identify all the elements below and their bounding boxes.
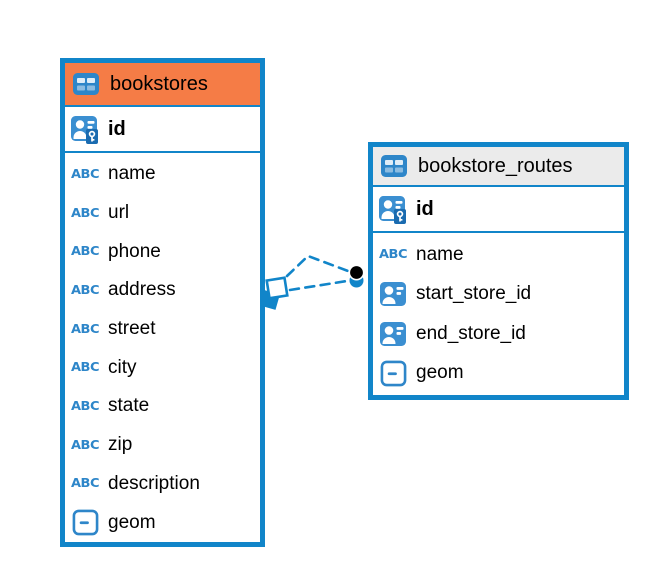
column-label: id xyxy=(108,117,126,140)
column-list: ABC name start_store_id end_store_id geo… xyxy=(373,233,624,393)
column-row[interactable]: ABC name xyxy=(373,235,624,275)
column-label: address xyxy=(108,279,176,301)
text-type-icon: ABC xyxy=(70,399,100,414)
entity-bookstore-routes-header[interactable]: bookstore_routes xyxy=(373,147,624,187)
column-row[interactable]: ABC description xyxy=(65,465,260,504)
column-label: geom xyxy=(108,511,156,533)
column-list: ABC name ABC url ABC phone ABC address A… xyxy=(65,153,260,542)
text-type-icon: ABC xyxy=(70,283,100,298)
text-type-icon: ABC xyxy=(70,167,100,182)
column-row-id[interactable]: id xyxy=(373,187,624,233)
column-row[interactable]: ABC address xyxy=(65,271,260,310)
text-type-icon: ABC xyxy=(70,438,100,453)
text-type-icon: ABC xyxy=(70,476,100,491)
column-row[interactable]: ABC url xyxy=(65,194,260,233)
column-row[interactable]: end_store_id xyxy=(373,314,624,354)
entity-title: bookstores xyxy=(110,72,208,95)
text-type-icon: ABC xyxy=(70,360,100,375)
text-type-icon: ABC xyxy=(70,244,100,259)
column-row[interactable]: ABC city xyxy=(65,348,260,387)
text-type-icon: ABC xyxy=(378,247,408,262)
column-label: city xyxy=(108,356,137,378)
column-label: description xyxy=(108,472,200,494)
column-label: end_store_id xyxy=(416,322,526,344)
text-type-icon: ABC xyxy=(70,321,100,337)
column-label: name xyxy=(108,163,156,185)
column-label: geom xyxy=(416,362,464,384)
entity-bookstore-routes[interactable]: bookstore_routes id ABC name start_store… xyxy=(368,142,629,400)
column-row[interactable]: geom xyxy=(373,354,624,394)
entity-title: bookstore_routes xyxy=(418,154,573,177)
column-row[interactable]: ABC state xyxy=(65,387,260,426)
column-label: url xyxy=(108,202,130,224)
column-row-id[interactable]: id xyxy=(65,107,260,153)
column-row[interactable]: ABC name xyxy=(65,155,260,194)
column-row[interactable]: ABC phone xyxy=(65,232,260,271)
relationship-line[interactable] xyxy=(285,254,350,292)
column-row[interactable]: ABC zip xyxy=(65,426,260,465)
relationship-endpoint-diamonds[interactable] xyxy=(260,276,289,310)
entity-bookstores-header[interactable]: bookstores xyxy=(65,63,260,107)
column-row[interactable]: ABC street xyxy=(65,310,260,349)
column-label: start_store_id xyxy=(416,283,532,305)
column-label: name xyxy=(416,243,464,265)
text-type-icon: ABC xyxy=(70,205,100,221)
entity-bookstores[interactable]: bookstores id ABC name ABC url ABC phone… xyxy=(60,58,265,547)
column-label: id xyxy=(416,197,434,220)
column-row[interactable]: geom xyxy=(65,503,260,542)
column-label: state xyxy=(108,395,150,417)
column-label: street xyxy=(108,318,156,340)
column-label: zip xyxy=(108,434,133,456)
relationship-endpoint-dots[interactable] xyxy=(348,264,365,288)
column-row[interactable]: start_store_id xyxy=(373,275,624,315)
column-label: phone xyxy=(108,240,161,262)
